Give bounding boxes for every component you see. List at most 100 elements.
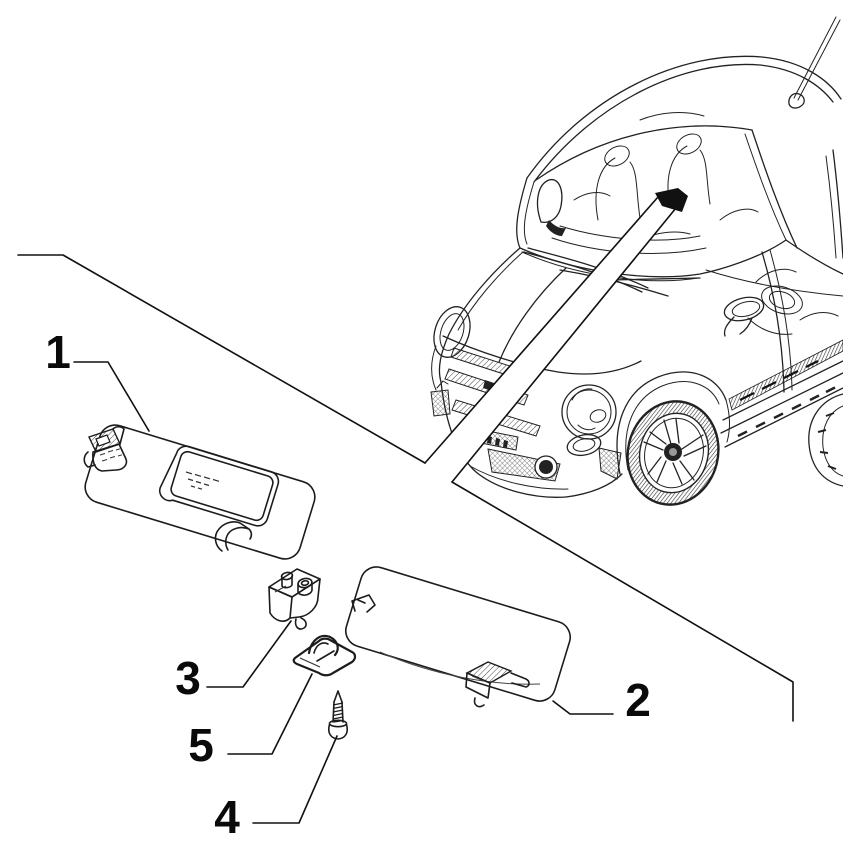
leader-2 [552,700,614,715]
screw-head [327,723,349,740]
side-stripe [728,339,843,411]
callout-4: 4 [214,791,240,843]
a-pillar-left [516,177,528,249]
callout-5: 5 [188,719,214,771]
visor1-mount-bracket [83,425,128,472]
part-sun-visor-right [345,566,571,708]
rocker-line-2 [720,372,843,434]
rocker-hatch-marks [737,386,836,438]
rear-tire-hatch [817,412,837,470]
part-pivot-bracket [268,568,321,630]
right-headlight [561,384,617,440]
left-headlight-inner [439,313,465,351]
front-wheel-arch [616,371,727,475]
a-pillar-right-inner [744,133,787,241]
front-wheel-arch-inner [625,381,720,471]
car-roof-inner-line [533,63,834,183]
rear-wheel-arch [808,393,843,487]
clip-spring-arm [307,634,339,657]
bracket-ring-hole [300,579,310,587]
hood-crease-1 [498,267,567,363]
beltline [785,239,843,275]
separator-line-lower-right [451,481,794,722]
leader-3 [206,620,292,688]
part-sun-visor-left [83,424,316,560]
clip-arm-inner [313,642,329,654]
b-pillar-inner [825,155,837,259]
left-mirror-icon [536,178,563,223]
separator-line-upper-left [17,254,426,464]
bumper-to-arch [565,473,623,498]
wipers [523,247,701,297]
rocker-line-3 [724,387,843,448]
visor2-clip-mark [471,675,485,682]
arch-rear-edge [725,399,730,443]
separator-line-band-left [424,196,659,464]
bracket-detail-line [274,585,287,593]
visor2-bottom-shadow [379,651,541,685]
left-bumper-mesh [430,389,451,417]
turn-light [566,433,602,457]
callouts: 1 2 3 4 5 [45,326,651,843]
rear-tire [822,405,843,477]
car-roof-outline [526,55,842,179]
rocker-line-1 [722,360,843,421]
leader-5 [227,673,313,755]
visor2-corner-notch [351,594,376,613]
callout-1: 1 [45,326,71,378]
right-mirror-stem [723,316,753,337]
part-retaining-clip [292,634,357,677]
b-pillar [832,149,843,259]
wheel-hub-cap [669,448,677,456]
antenna-icon [793,16,841,101]
clip-base [292,637,357,677]
tear-band [17,188,794,722]
visor1-corner-hook [214,521,253,552]
clip-slot [316,650,335,662]
callout-2: 2 [625,674,651,726]
door-shut-line [761,251,785,393]
left-fender-lower [431,345,437,391]
part-screw [327,690,349,740]
right-headlight-projector [589,409,607,423]
right-mirror-glass [731,300,761,318]
antenna-base [788,92,805,109]
bracket-ring [297,577,313,589]
a-pillar-left-inner [523,181,535,245]
turn-light-inner [572,438,596,452]
bracket-hook [294,617,307,630]
visor1-mirror [158,445,280,527]
a-pillar-right [751,129,798,249]
tear-band-fill [425,197,676,482]
right-mirror-icon [723,296,765,322]
side-glass-bottom [705,269,843,297]
visor1-mirror-inner [170,450,274,522]
screw-tip [333,690,343,703]
wheel-rim-inner [644,417,704,489]
bumper-outline [440,381,567,498]
right-headlight-detail [571,388,596,431]
bracket-left-face [268,586,293,622]
wheel-spokes [643,418,707,485]
visor1-mirror-sheen [185,471,220,490]
bracket-post-sides [281,575,293,589]
bracket-right-face [289,578,321,619]
screw-threads [332,702,344,723]
side-window-interior [747,268,839,335]
hood-front-lip [442,335,642,375]
hood-left-edge [438,247,521,383]
car-overview-drawing [430,16,843,506]
visor2-body [345,566,571,702]
left-bumper-fin [436,380,449,389]
leader-4 [252,735,338,824]
clip-base-edge [299,657,321,668]
bumper-lower-lip [469,465,569,490]
callout-3: 3 [175,652,201,704]
side-stripe-accents [739,360,819,401]
screw-collar [328,719,348,728]
left-mirror-stem [546,220,566,236]
visor1-body [84,424,316,560]
visor2-clip [465,661,530,708]
